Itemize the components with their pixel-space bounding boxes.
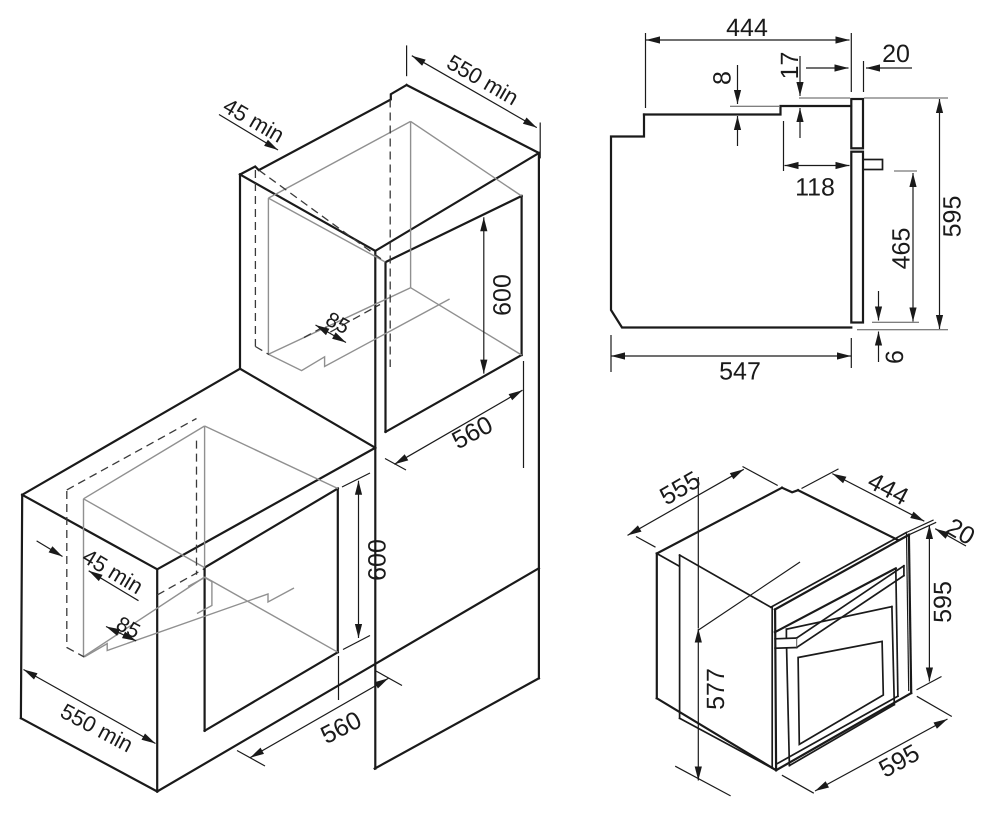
svg-text:600: 600 — [489, 274, 517, 316]
svg-text:444: 444 — [726, 14, 768, 42]
svg-text:595: 595 — [939, 196, 967, 238]
svg-text:8: 8 — [709, 71, 737, 85]
svg-text:17: 17 — [776, 52, 804, 80]
svg-text:595: 595 — [929, 581, 957, 623]
svg-text:600: 600 — [364, 539, 392, 581]
svg-text:20: 20 — [882, 40, 910, 68]
svg-text:6: 6 — [881, 350, 909, 364]
svg-text:465: 465 — [888, 228, 916, 270]
svg-text:547: 547 — [719, 358, 761, 386]
svg-text:118: 118 — [795, 174, 835, 202]
svg-text:577: 577 — [702, 668, 730, 710]
